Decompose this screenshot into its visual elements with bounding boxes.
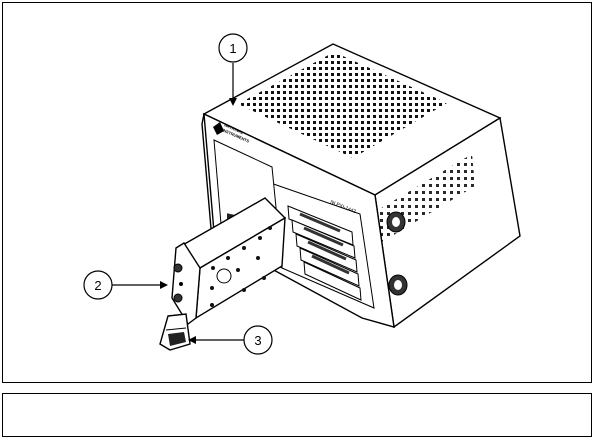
callout-2-label: 2 xyxy=(94,278,101,293)
connector-lower xyxy=(174,294,182,302)
callout-1: 1 xyxy=(219,34,247,62)
callout-2: 2 xyxy=(84,271,112,299)
callout-3-label: 3 xyxy=(254,333,261,348)
connector-upper xyxy=(174,264,182,272)
module-hole xyxy=(217,269,231,283)
callout-1-label: 1 xyxy=(229,41,236,56)
callout-3: 3 xyxy=(244,326,272,354)
